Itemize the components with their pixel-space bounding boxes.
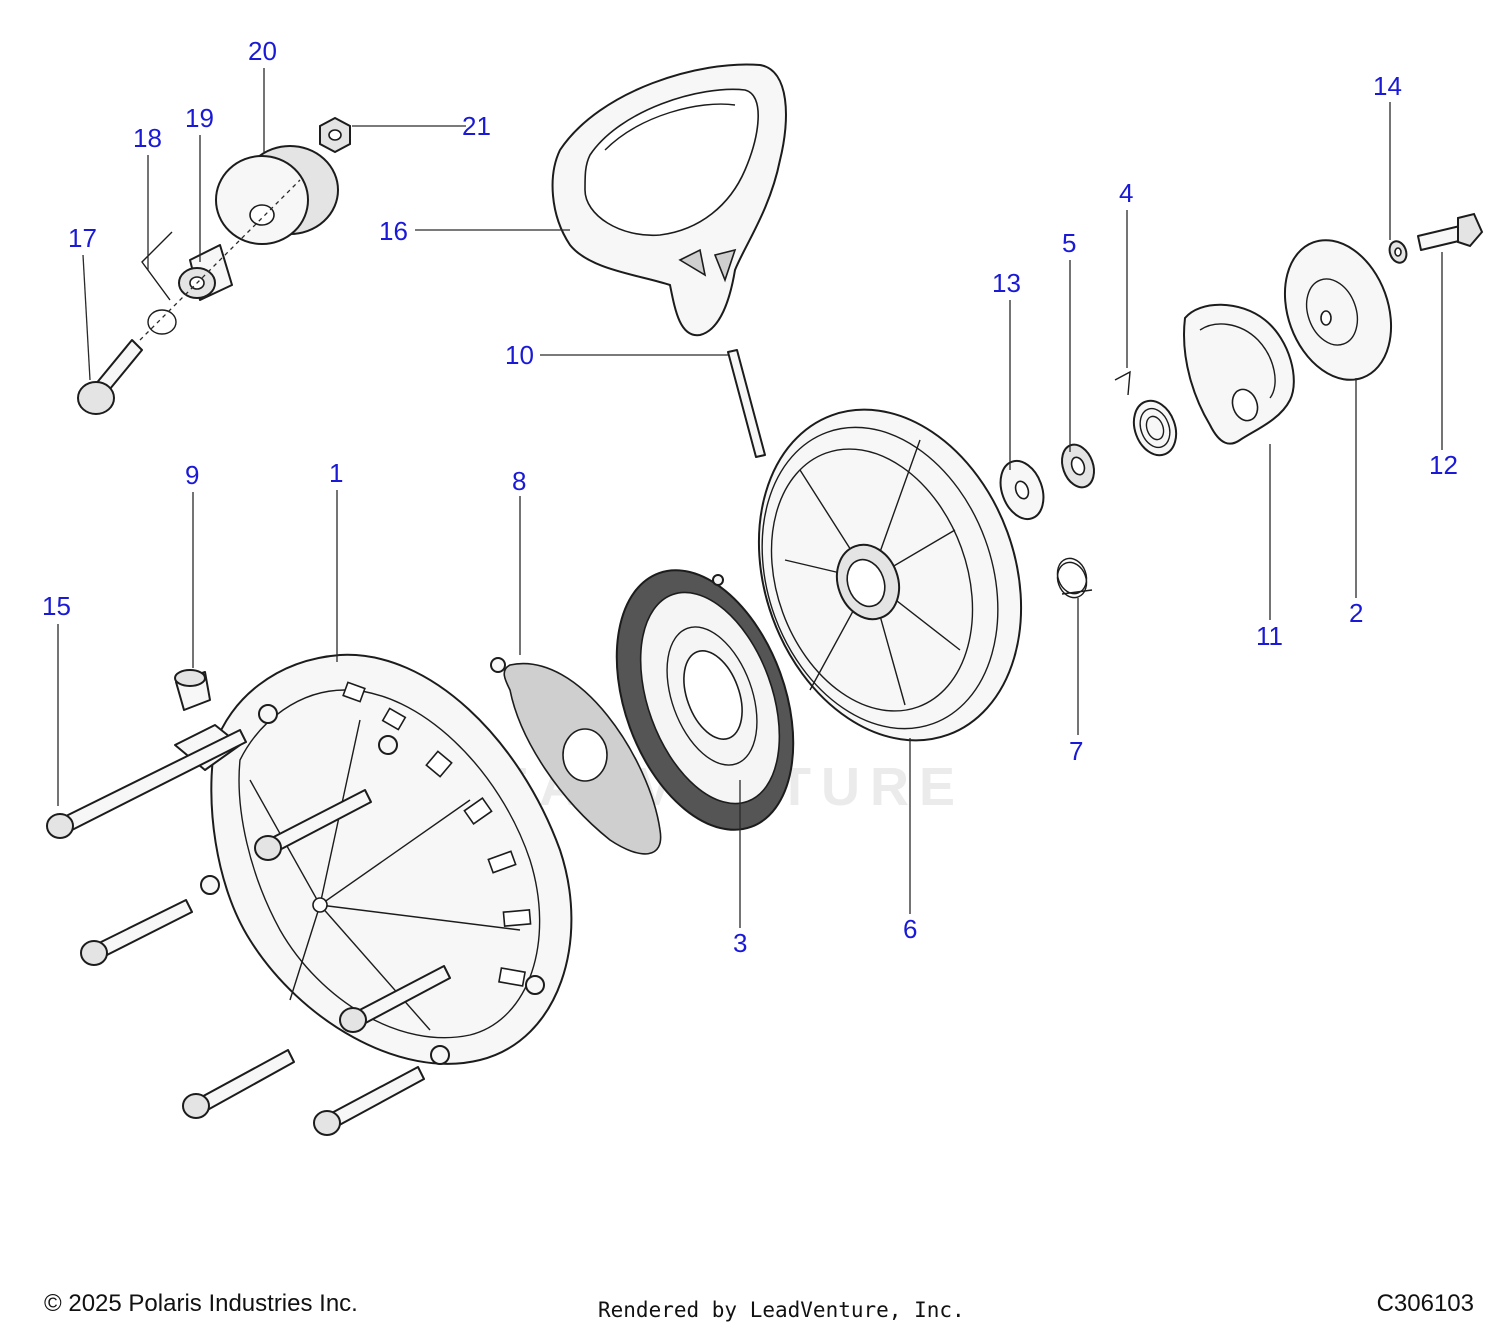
rendered-by-text: Rendered by LeadVenture, Inc. xyxy=(598,1298,965,1322)
part-5-bushing[interactable] xyxy=(1056,440,1099,492)
part-4-spring[interactable] xyxy=(1114,370,1183,461)
callout-1[interactable]: 1 xyxy=(329,458,343,488)
callout-7[interactable]: 7 xyxy=(1069,736,1083,766)
part-6-pulley[interactable] xyxy=(714,372,1065,777)
callout-4[interactable]: 4 xyxy=(1119,178,1133,208)
callout-5[interactable]: 5 xyxy=(1062,228,1076,258)
callout-15[interactable]: 15 xyxy=(42,591,71,621)
callout-13[interactable]: 13 xyxy=(992,268,1021,298)
part-8-plate[interactable] xyxy=(490,657,662,855)
callout-11[interactable]: 11 xyxy=(1256,621,1283,651)
part-17-bolt[interactable] xyxy=(77,339,143,415)
part-14-washer[interactable] xyxy=(1387,239,1410,265)
copyright-text: © 2025 Polaris Industries Inc. xyxy=(44,1290,358,1317)
part-10-rope[interactable] xyxy=(727,349,766,458)
leader-lines xyxy=(57,68,1443,928)
callout-18[interactable]: 18 xyxy=(133,123,162,153)
callout-20[interactable]: 20 xyxy=(248,36,277,66)
part-18-clip[interactable] xyxy=(141,231,177,335)
part-12-bolt[interactable] xyxy=(1417,212,1484,251)
callout-19[interactable]: 19 xyxy=(185,103,214,133)
callout-6[interactable]: 6 xyxy=(903,914,917,944)
part-11-ratchet[interactable] xyxy=(1183,303,1295,445)
callout-17[interactable]: 17 xyxy=(68,223,97,253)
part-21-nut[interactable] xyxy=(319,116,351,154)
part-9-bushing[interactable] xyxy=(174,669,211,711)
callout-12[interactable]: 12 xyxy=(1429,450,1458,480)
callout-14[interactable]: 14 xyxy=(1373,71,1402,101)
callout-2[interactable]: 2 xyxy=(1349,598,1363,628)
part-1-housing[interactable] xyxy=(174,653,573,1065)
callout-3[interactable]: 3 xyxy=(733,928,747,958)
part-13-washer[interactable] xyxy=(993,455,1051,525)
diagram-id: C306103 xyxy=(1376,1290,1474,1317)
part-16-handle[interactable] xyxy=(551,63,787,337)
part-20-guide-pulley[interactable] xyxy=(215,145,339,245)
callouts: 1 2 3 4 5 6 7 8 9 10 11 12 13 14 15 16 1… xyxy=(42,36,1458,958)
part-19-bushing[interactable] xyxy=(178,244,233,301)
callout-9[interactable]: 9 xyxy=(185,460,199,490)
part-15-bolts[interactable] xyxy=(46,729,451,1136)
callout-16[interactable]: 16 xyxy=(379,216,408,246)
part-3-spring[interactable] xyxy=(584,546,827,854)
callout-8[interactable]: 8 xyxy=(512,466,526,496)
callout-21[interactable]: 21 xyxy=(462,111,491,141)
part-2-cover-plate[interactable] xyxy=(1266,225,1409,395)
callout-10[interactable]: 10 xyxy=(505,340,534,370)
part-7-clip[interactable] xyxy=(1053,554,1093,601)
